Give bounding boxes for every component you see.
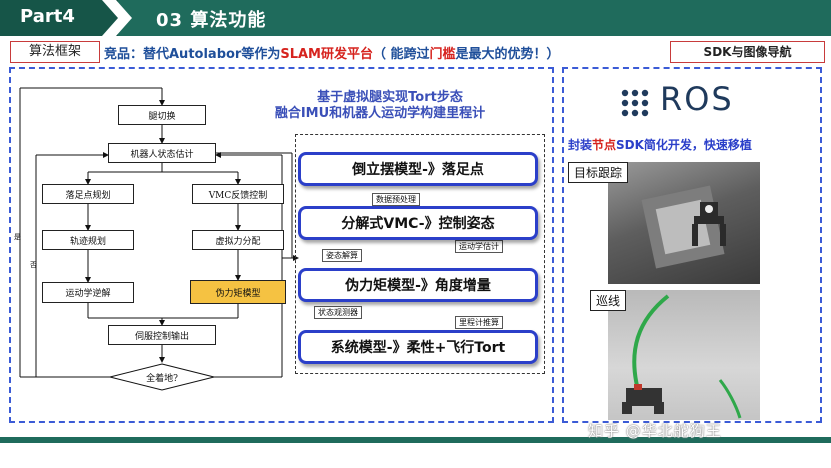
ros-sub-prefix: 封装	[568, 138, 593, 152]
subtitle-prefix: 竞品：替代Autolabor等作为	[104, 47, 281, 62]
part-badge: Part4	[0, 0, 118, 36]
node-all-landed: 全着地?	[146, 373, 178, 384]
mini-state-observer: 状态观测器	[314, 306, 362, 319]
part-label: Part4	[20, 6, 75, 27]
header-bar: Part4 03 算法功能	[0, 0, 831, 36]
node-leg-switch: 腿切换	[118, 105, 206, 125]
mini-motion-estimation: 运动学估计	[455, 240, 503, 253]
subtitle-highlight-slam: SLAM研发平台	[280, 47, 373, 62]
target-tracking-label: 目标跟踪	[568, 162, 629, 183]
node-trajectory-planning: 轨迹规划	[42, 230, 134, 250]
ros-subtitle: 封装节点SDK简化开发，快速移植	[568, 136, 752, 153]
label-no: 否	[30, 261, 37, 269]
sdk-panel	[562, 67, 822, 423]
node-foot-planning: 落足点规划	[42, 184, 134, 204]
watermark: 知乎 @华北舵狗王	[588, 422, 722, 440]
model-pseudo-torque: 伪力矩模型-》角度增量	[298, 268, 538, 302]
track-image-icon	[622, 294, 742, 419]
ros-label: ROS	[660, 80, 734, 118]
mini-odometry: 里程计推算	[455, 316, 503, 329]
subtitle: 竞品：替代Autolabor等作为SLAM研发平台（ 能跨过门槛是最大的优势！）	[104, 43, 560, 62]
tag-algorithm-framework: 算法框架	[10, 41, 100, 63]
page-title: 03 算法功能	[156, 10, 267, 31]
node-vmc-feedback: VMC反馈控制	[192, 184, 284, 204]
algorithm-panel	[9, 67, 554, 423]
chevron-right-icon	[102, 0, 132, 36]
model-overlay-area	[295, 134, 545, 374]
footer-line	[0, 437, 831, 443]
subtitle-highlight-threshold: 门槛	[429, 47, 456, 62]
node-virtual-force: 虚拟力分配	[192, 230, 284, 250]
subtitle-middle: （ 能跨过	[373, 47, 430, 62]
ros-logo-icon	[621, 89, 649, 117]
ros-sub-suffix: SDK简化开发，快速移植	[616, 138, 752, 152]
model-decomposed-vmc: 分解式VMC-》控制姿态	[298, 206, 538, 240]
line-following-label: 巡线	[590, 290, 627, 311]
robot-image-icon	[641, 185, 726, 269]
line-following-photo	[608, 290, 760, 420]
ros-sub-highlight: 节点	[592, 138, 617, 152]
mini-attitude: 姿态解算	[322, 249, 362, 262]
algorithm-heading-line1: 基于虚拟腿实现Tort步态	[317, 90, 463, 105]
label-yes: 是	[14, 233, 21, 241]
subtitle-suffix: 是最大的优势！）	[455, 47, 560, 62]
node-servo-output: 伺服控制输出	[108, 325, 216, 345]
tag-sdk-navigation: SDK与图像导航	[670, 41, 825, 63]
mini-preprocess: 数据预处理	[372, 193, 420, 206]
node-inverse-kinematics: 运动学逆解	[42, 282, 134, 303]
node-pseudo-torque: 伪力矩模型	[190, 280, 286, 304]
model-system: 系统模型-》柔性+飞行Tort	[298, 330, 538, 364]
algorithm-heading-line2: 融合IMU和机器人运动学构建里程计	[274, 106, 486, 121]
target-tracking-photo	[608, 162, 760, 284]
node-state-estimation: 机器人状态估计	[108, 143, 216, 163]
model-inverted-pendulum: 倒立摆模型-》落足点	[298, 152, 538, 186]
